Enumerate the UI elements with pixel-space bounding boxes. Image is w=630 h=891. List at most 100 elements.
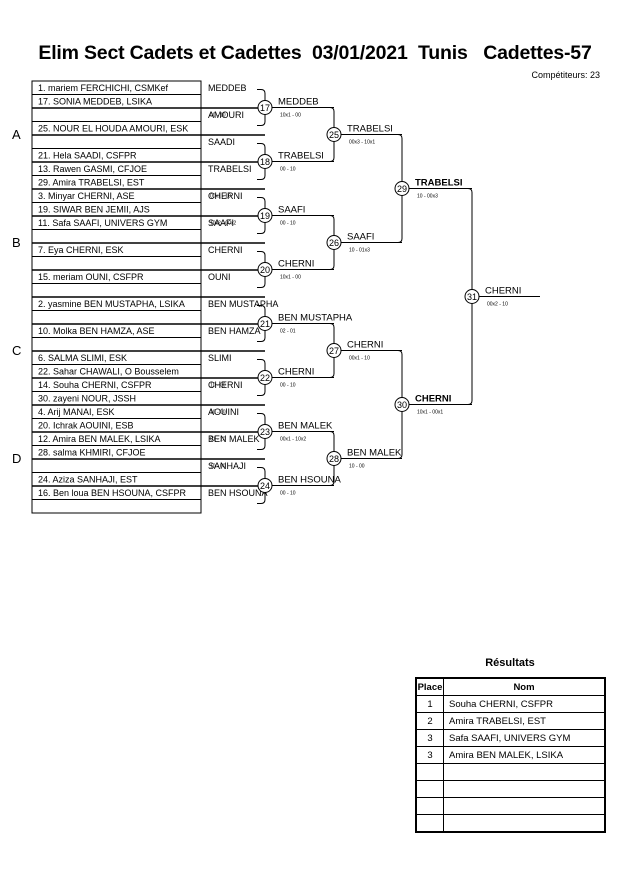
entry-label: 28. salma KHMIRI, CFJOE	[38, 448, 146, 458]
match-score: 00 - 10	[280, 221, 296, 227]
name-cell	[443, 780, 606, 798]
name-cell: Amira TRABELSI, EST	[443, 712, 606, 730]
match-number-circle	[464, 289, 480, 304]
entry-label: 12. Amira BEN MALEK, LSIKA	[38, 434, 161, 444]
entry-short-name: OUNI	[208, 272, 231, 282]
name-cell: Amira BEN MALEK, LSIKA	[443, 746, 606, 764]
match-number-circle	[326, 235, 342, 250]
match-number-circle	[326, 343, 342, 358]
match-number: 24	[260, 481, 270, 491]
results-row	[415, 763, 606, 781]
match-number-circle	[394, 181, 410, 196]
match-winner: CHERNI	[278, 367, 314, 378]
match-winner: TRABELSI	[278, 151, 324, 162]
pool-letter: B	[12, 235, 21, 250]
entry-short-name: MEDDEB	[208, 83, 247, 93]
entry-score: 00x1 - 10	[210, 194, 231, 200]
entry-short-name: BEN HAMZA	[208, 326, 261, 336]
place-cell: 3	[415, 729, 444, 747]
entry-short-name: AOUINI	[208, 407, 239, 417]
match-number: 26	[329, 238, 339, 248]
match-number: 19	[260, 211, 270, 221]
match-number: 31	[467, 292, 477, 302]
place-cell	[415, 814, 444, 833]
match-winner: BEN MUSTAPHA	[278, 313, 353, 324]
entry-short-name: AMOURI	[208, 110, 244, 120]
place-cell	[415, 763, 444, 781]
entry-label: 17. SONIA MEDDEB, LSIKA	[38, 97, 152, 107]
entry-score: 10x2 - 00x2	[210, 221, 236, 227]
entry-short-name: SAAFI	[208, 218, 234, 228]
entry-short-name: CHERNI	[208, 380, 243, 390]
match-number: 25	[329, 130, 339, 140]
entry-label: 2. yasmine BEN MUSTAPHA, LSIKA	[38, 299, 185, 309]
entry-short-name: BEN MUSTAPHA	[208, 299, 278, 309]
pool-letter: C	[12, 343, 21, 358]
match-score: 10 - 00x3	[417, 194, 438, 200]
entry-label: 22. Sahar CHAWALI, O Bousselem	[38, 367, 179, 377]
match-score: 00x1 - 10	[349, 356, 370, 362]
match-score: 00 - 10	[280, 491, 296, 497]
match-winner: TRABELSI	[347, 124, 393, 135]
match-number-circle	[257, 478, 273, 493]
entry-score: 10 - 00	[210, 383, 226, 389]
entry-label: 6. SALMA SLIMI, ESK	[38, 353, 127, 363]
place-cell	[415, 797, 444, 815]
entry-label: 4. Arij MANAI, ESK	[38, 407, 115, 417]
entry-label: 30. zayeni NOUR, JSSH	[38, 394, 136, 404]
match-number-circle	[257, 370, 273, 385]
match-number-circle	[257, 208, 273, 223]
match-number: 29	[397, 184, 407, 194]
entry-short-name: CHERNI	[208, 245, 243, 255]
entry-label: 21. Hela SAADI, CSFPR	[38, 151, 137, 161]
entry-score: 01 - 10	[210, 437, 226, 443]
entry-short-name: TRABELSI	[208, 164, 252, 174]
results-row	[415, 797, 606, 815]
match-number-circle	[326, 451, 342, 466]
place-cell: 3	[415, 746, 444, 764]
match-score: 10 - 00	[349, 464, 365, 470]
match-number-circle	[394, 397, 410, 412]
place-cell	[415, 780, 444, 798]
entry-short-name: SLIMI	[208, 353, 232, 363]
match-number-circle	[257, 316, 273, 331]
match-winner: TRABELSI	[415, 178, 463, 189]
match-number: 27	[329, 346, 339, 356]
place-cell: 2	[415, 712, 444, 730]
match-winner: CHERNI	[278, 259, 314, 270]
entry-short-name: BEN MALEK	[208, 434, 260, 444]
match-score: 10x1 - 00	[280, 275, 301, 281]
match-number-circle	[257, 262, 273, 277]
entry-label: 11. Safa SAAFI, UNIVERS GYM	[38, 218, 167, 228]
entry-score: 00 - 10	[210, 113, 226, 119]
match-winner: CHERNI	[415, 394, 451, 405]
match-score: 10x1 - 00x1	[417, 410, 443, 416]
match-score: 00x1 - 10x2	[280, 437, 306, 443]
place-column-header: Place	[415, 677, 444, 696]
match-number: 20	[260, 265, 270, 275]
results-row	[415, 814, 606, 833]
entry-label: 16. Ben loua BEN HSOUNA, CSFPR	[38, 488, 187, 498]
match-score: 02 - 01	[280, 329, 296, 335]
entry-short-name: SANHAJI	[208, 461, 246, 471]
entry-short-name: CHERNI	[208, 191, 243, 201]
match-winner: CHERNI	[485, 286, 521, 297]
match-number: 30	[397, 400, 407, 410]
entry-short-name: BEN HSOUNA	[208, 488, 268, 498]
entry-label: 29. Amira TRABELSI, EST	[38, 178, 145, 188]
name-cell	[443, 763, 606, 781]
match-score: 00 - 10	[280, 383, 296, 389]
match-number-circle	[257, 154, 273, 169]
match-score: 00 - 10	[280, 167, 296, 173]
name-cell	[443, 814, 606, 833]
match-winner: BEN HSOUNA	[278, 475, 341, 486]
entry-short-name: SAADI	[208, 137, 235, 147]
entry-label: 25. NOUR EL HOUDA AMOURI, ESK	[38, 124, 188, 134]
match-winner: BEN MALEK	[347, 448, 402, 459]
entry-label: 7. Eya CHERNI, ESK	[38, 245, 124, 255]
name-column-header: Nom	[443, 677, 606, 696]
match-number: 22	[260, 373, 270, 383]
